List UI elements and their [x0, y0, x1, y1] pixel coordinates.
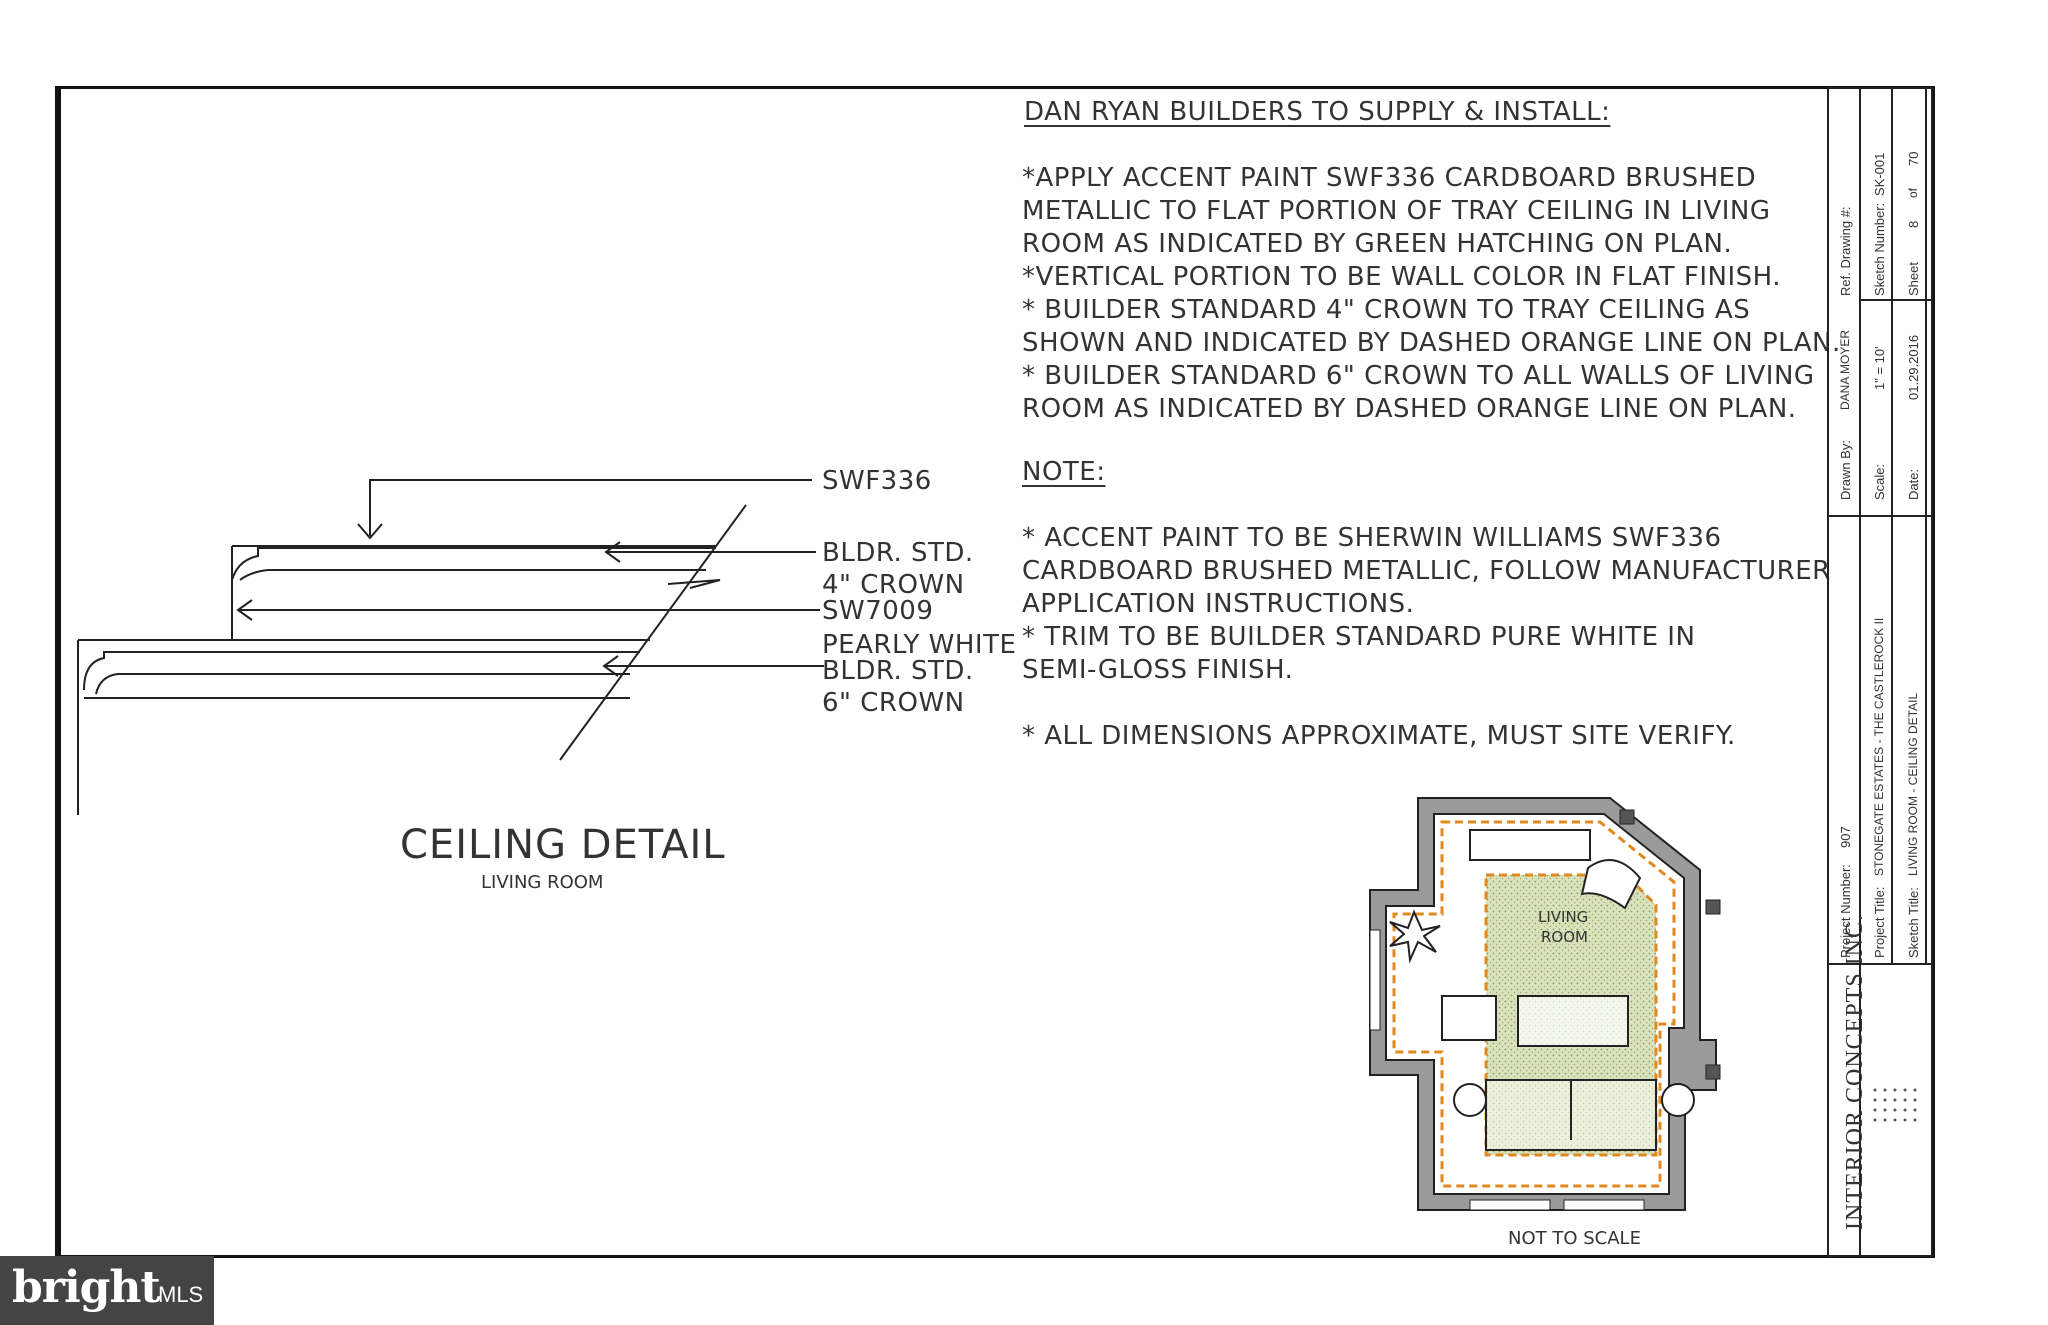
- mls-watermark-brand: bright: [12, 1262, 161, 1313]
- sheet-of-label: of: [1906, 187, 1920, 198]
- company-logo-dots: [1873, 1088, 1917, 1122]
- sketch-title: LIVING ROOM - CEILING DETAIL: [1906, 692, 1920, 876]
- coffee-table: [1517, 995, 1629, 1047]
- sketch-number-label: Sketch Number:: [1872, 202, 1887, 296]
- instruction-line: ROOM AS INDICATED BY DASHED ORANGE LINE …: [1022, 394, 1797, 424]
- break-line: [559, 504, 747, 761]
- sheet-label: Sheet: [1906, 262, 1921, 296]
- armchair: [1580, 859, 1642, 910]
- note-line: * TRIM TO BE BUILDER STANDARD PURE WHITE…: [1022, 622, 1696, 652]
- drawn-by: DANA MOYER: [1838, 329, 1852, 410]
- instruction-line: * BUILDER STANDARD 6" CROWN TO ALL WALLS…: [1022, 361, 1815, 391]
- break-zigzag: [667, 579, 721, 589]
- label-swf336: SWF336: [822, 466, 932, 496]
- note-block: * ACCENT PAINT TO BE SHERWIN WILLIAMS SW…: [1022, 522, 1831, 753]
- label-sw7009: SW7009: [822, 596, 934, 626]
- sheet-total: 70: [1906, 151, 1921, 166]
- label-4in-crown: 4" CROWN: [822, 570, 965, 600]
- label-6in-crown: 6" CROWN: [822, 688, 965, 718]
- sketch-title-label: Sketch Title:: [1906, 887, 1921, 958]
- note-line: SEMI-GLOSS FINISH.: [1022, 655, 1294, 685]
- instruction-line: *APPLY ACCENT PAINT SWF336 CARDBOARD BRU…: [1022, 163, 1757, 193]
- mls-watermark: [0, 1256, 214, 1325]
- scale-value: 1" = 10': [1872, 346, 1887, 390]
- sheet-number: 8: [1906, 220, 1921, 228]
- console-table: [1469, 829, 1591, 861]
- note-title: NOTE:: [1022, 457, 1106, 487]
- date-value: 01.29.2016: [1906, 334, 1921, 400]
- end-table-right: [1661, 1083, 1695, 1117]
- ref-drawing-label: Ref. Drawing #:: [1838, 206, 1853, 296]
- column: [1619, 809, 1635, 825]
- company-name: INTERIOR CONCEPTS INC.: [1842, 913, 1868, 1230]
- window: [1469, 1199, 1551, 1211]
- project-title-label: Project Title:: [1872, 886, 1887, 958]
- note-line: * ACCENT PAINT TO BE SHERWIN WILLIAMS SW…: [1022, 523, 1722, 553]
- detail-title: CEILING DETAIL: [400, 822, 726, 868]
- instruction-line: * BUILDER STANDARD 4" CROWN TO TRAY CEIL…: [1022, 295, 1751, 325]
- scale-label: Scale:: [1872, 463, 1887, 500]
- crown-6in-upper: [83, 651, 640, 691]
- crown-6in-dashed-line: [1392, 820, 1676, 1188]
- label-bldr-std-6: BLDR. STD.: [822, 656, 974, 686]
- project-number: 907: [1838, 826, 1853, 848]
- window: [1369, 929, 1381, 1031]
- crown-4in-lower: [239, 569, 706, 581]
- header-title: DAN RYAN BUILDERS TO SUPPLY & INSTALL:: [1024, 97, 1611, 127]
- label-pearly-white: PEARLY WHITE: [822, 630, 1017, 660]
- plant: [1389, 909, 1441, 964]
- window: [1563, 1199, 1645, 1211]
- swf336-arrow: [357, 523, 383, 540]
- label-bldr-std-4: BLDR. STD.: [822, 538, 974, 568]
- not-to-scale-label: NOT TO SCALE: [1508, 1228, 1641, 1249]
- end-table-left: [1453, 1083, 1487, 1117]
- floor-plan: [1369, 797, 1721, 1211]
- crown-6in-lower: [95, 673, 630, 695]
- instruction-line: ROOM AS INDICATED BY GREEN HATCHING ON P…: [1022, 229, 1733, 259]
- project-title: STONEGATE ESTATES - THE CASTLEROCK II: [1872, 617, 1886, 876]
- detail-subtitle: LIVING ROOM: [481, 872, 604, 893]
- project-number-label: Project Number:: [1838, 864, 1853, 958]
- crown-4in-upper: [231, 547, 716, 581]
- swf336-leader: [369, 479, 812, 536]
- sketch-number: SK-001: [1872, 152, 1887, 196]
- side-chair: [1441, 995, 1497, 1041]
- room-label-2: ROOM: [1541, 928, 1588, 946]
- instruction-line: SHOWN AND INDICATED BY DASHED ORANGE LIN…: [1022, 328, 1841, 358]
- instruction-line: METALLIC TO FLAT PORTION OF TRAY CEILING…: [1022, 196, 1771, 226]
- bldr4-arrow: [604, 541, 621, 563]
- column: [1705, 1064, 1721, 1080]
- instruction-line: *VERTICAL PORTION TO BE WALL COLOR IN FL…: [1022, 262, 1782, 292]
- room-label-1: LIVING: [1538, 908, 1589, 926]
- instructions-block: *APPLY ACCENT PAINT SWF336 CARDBOARD BRU…: [1022, 162, 1841, 426]
- mls-watermark-suffix: MLS: [158, 1282, 204, 1307]
- drawing-sheet-border: [58, 86, 1935, 1258]
- drawn-by-label: Drawn By:: [1838, 440, 1853, 500]
- column: [1705, 899, 1721, 915]
- note-line: * ALL DIMENSIONS APPROXIMATE, MUST SITE …: [1022, 721, 1736, 751]
- sw7009-arrow: [236, 599, 253, 621]
- note-line: CARDBOARD BRUSHED METALLIC, FOLLOW MANUF…: [1022, 556, 1831, 586]
- bldr6-arrow: [602, 655, 619, 677]
- date-label: Date:: [1906, 468, 1921, 500]
- note-line: APPLICATION INSTRUCTIONS.: [1022, 589, 1415, 619]
- sheet-left-edge: [55, 86, 58, 1261]
